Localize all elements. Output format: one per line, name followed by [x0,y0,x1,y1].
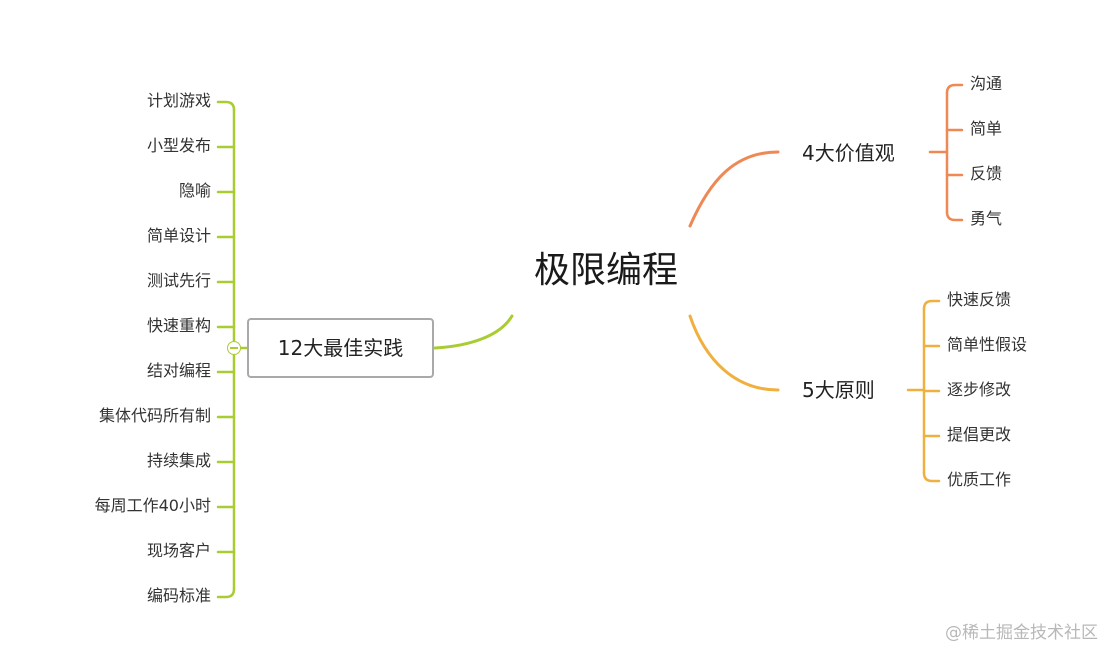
values-connectors [688,83,964,228]
values-item-4[interactable]: 勇气 [970,209,1003,228]
values-item-3[interactable]: 反馈 [970,164,1003,183]
values-item-2[interactable]: 简单 [970,119,1003,138]
principles-tick-5 [922,471,941,483]
practices-item-11[interactable]: 现场客户 [146,541,211,560]
principles-main-curve [688,314,780,392]
practices-item-1[interactable]: 计划游戏 [146,91,211,110]
principles-item-3[interactable]: 逐步修改 [947,380,1012,399]
practices-item-10[interactable]: 每周工作40小时 [94,496,211,515]
values-item-1[interactable]: 沟通 [970,74,1003,93]
collapse-minus-icon[interactable] [227,341,241,355]
practices-item-3[interactable]: 隐喻 [178,181,211,200]
practices-item-6[interactable]: 快速重构 [146,316,211,335]
principles-tick-1 [922,299,941,311]
branch-practices[interactable]: 12大最佳实践 [247,318,434,378]
values-tick-1 [945,83,964,95]
principles-connectors [688,299,941,483]
branch-values[interactable]: 4大价值观 [802,141,895,165]
practices-item-8[interactable]: 集体代码所有制 [98,406,211,425]
practices-item-9[interactable]: 持续集成 [146,451,211,470]
practices-item-4[interactable]: 简单设计 [146,226,211,245]
practices-item-2[interactable]: 小型发布 [146,136,211,155]
practices-item-7[interactable]: 结对编程 [146,361,211,380]
principles-item-2[interactable]: 简单性假设 [947,335,1028,354]
practices-tick-12 [216,587,236,599]
values-main-curve [688,150,780,228]
practices-item-12[interactable]: 编码标准 [146,586,211,605]
practices-item-5[interactable]: 测试先行 [146,271,211,290]
root-topic[interactable]: 极限编程 [533,250,678,291]
values-tick-4 [945,210,964,222]
watermark: @稀土掘金技术社区 [945,623,1098,643]
principles-item-5[interactable]: 优质工作 [947,470,1012,489]
branch-principles[interactable]: 5大原则 [802,378,875,402]
practices-tick-1 [216,100,236,112]
principles-item-1[interactable]: 快速反馈 [947,290,1012,309]
principles-item-4[interactable]: 提倡更改 [947,425,1012,444]
practices-main-curve [433,314,514,350]
